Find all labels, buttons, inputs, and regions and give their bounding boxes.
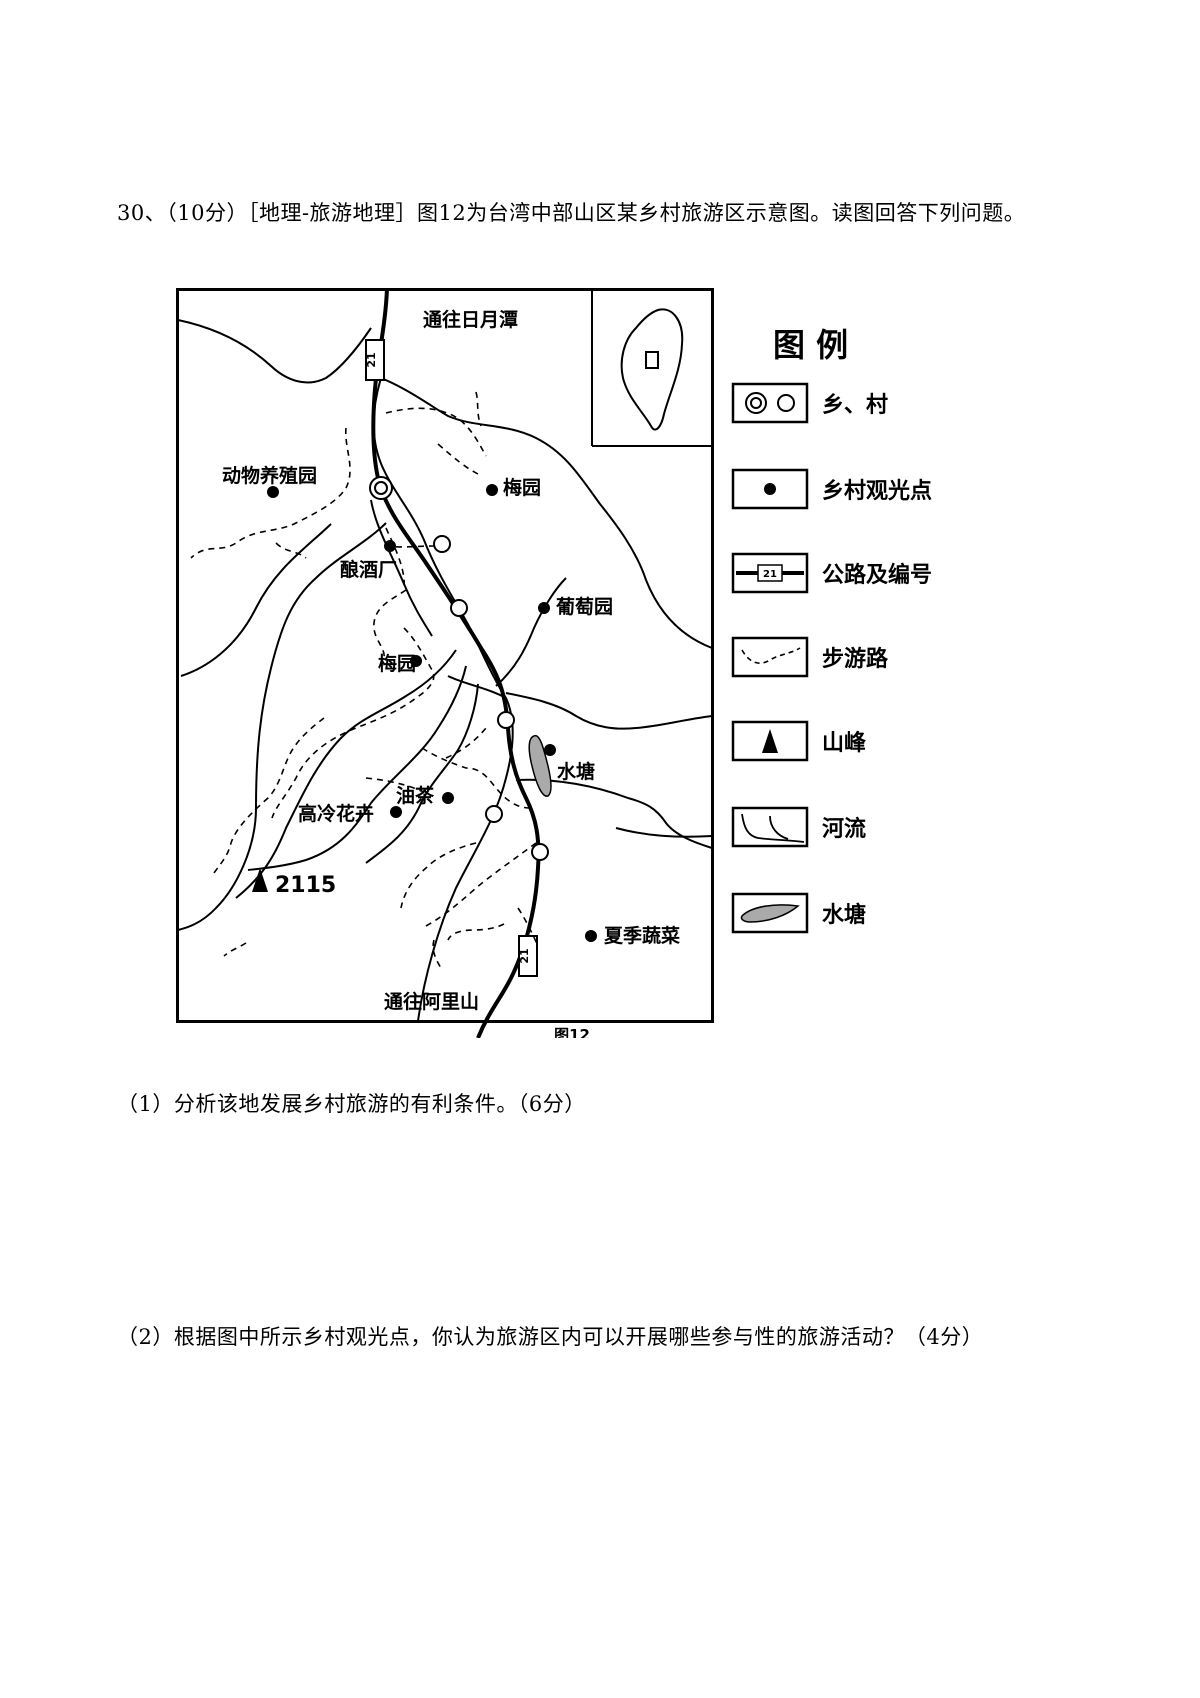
legend-item-pond: 水塘 xyxy=(731,892,866,934)
label-pond: 水塘 xyxy=(557,760,595,783)
pond-icon xyxy=(740,904,800,923)
legend-item-peak: 山峰 xyxy=(731,720,867,762)
highway-21: 21 21 xyxy=(365,288,541,1038)
svg-text:21: 21 xyxy=(365,352,378,367)
label-animal-farm: 动物养殖园 xyxy=(222,464,317,487)
village-markers xyxy=(433,535,549,861)
legend-item-highway: 21 公路及编号 xyxy=(731,552,932,594)
label-oil-tea: 油茶 xyxy=(396,784,435,807)
legend-label: 山峰 xyxy=(822,731,867,756)
sub-question-1: （1）分析该地发展乡村旅游的有利条件。（6分） xyxy=(117,1092,586,1116)
legend-item-scenic-spot: 乡村观光点 xyxy=(731,468,932,510)
label-vineyard: 葡萄园 xyxy=(556,595,613,618)
legend-title: 图 例 xyxy=(773,326,848,364)
sub-question-2: （2）根据图中所示乡村观光点，你认为旅游区内可以开展哪些参与性的旅游活动？（4分… xyxy=(117,1325,984,1349)
legend-item-trail: 步游路 xyxy=(731,636,889,678)
legend-item-township: 乡、村 xyxy=(731,382,888,424)
taiwan-inset xyxy=(591,290,712,447)
township-marker xyxy=(369,476,393,500)
trails xyxy=(190,391,539,969)
legend-label: 乡村观光点 xyxy=(822,478,932,504)
township-village-icon xyxy=(745,392,795,414)
scenic-spots xyxy=(267,484,597,942)
svg-text:21: 21 xyxy=(518,948,531,963)
map-caption: 图12 xyxy=(554,1026,590,1038)
label-plum-garden-center: 梅园 xyxy=(378,652,416,675)
peak-icon xyxy=(252,868,268,892)
tourism-map: 21 21 xyxy=(176,288,714,1038)
peak-icon xyxy=(762,729,778,753)
label-to-sun-moon-lake: 通往日月潭 xyxy=(423,308,518,331)
legend-item-river: 河流 xyxy=(731,806,866,848)
label-peak-elevation: 2115 xyxy=(275,873,336,898)
rivers xyxy=(177,319,713,1022)
scenic-spot-icon xyxy=(764,483,776,495)
map-legend: 图 例 乡、村 乡村观光点 21 公路及编号 步游路 山峰 xyxy=(731,326,932,934)
river-icon xyxy=(741,813,805,843)
label-plum-garden-ne: 梅园 xyxy=(503,476,541,499)
legend-label: 步游路 xyxy=(822,646,889,672)
pond-shape xyxy=(528,735,552,797)
label-summer-vegetables: 夏季蔬菜 xyxy=(604,924,680,947)
legend-label: 公路及编号 xyxy=(822,562,932,588)
highway-icon: 21 xyxy=(736,564,804,582)
label-to-alishan: 通往阿里山 xyxy=(384,990,479,1013)
label-alpine-flowers: 高冷花卉 xyxy=(298,802,374,825)
legend-label: 河流 xyxy=(822,816,866,842)
legend-label: 水塘 xyxy=(822,902,866,928)
label-brewery: 酿酒厂 xyxy=(340,558,397,581)
svg-text:21: 21 xyxy=(763,569,777,580)
legend-label: 乡、村 xyxy=(822,393,888,418)
trail-icon xyxy=(741,647,801,664)
question-intro: 30、（10分）［地理-旅游地理］图12为台湾中部山区某乡村旅游区示意图。读图回… xyxy=(117,201,1026,225)
